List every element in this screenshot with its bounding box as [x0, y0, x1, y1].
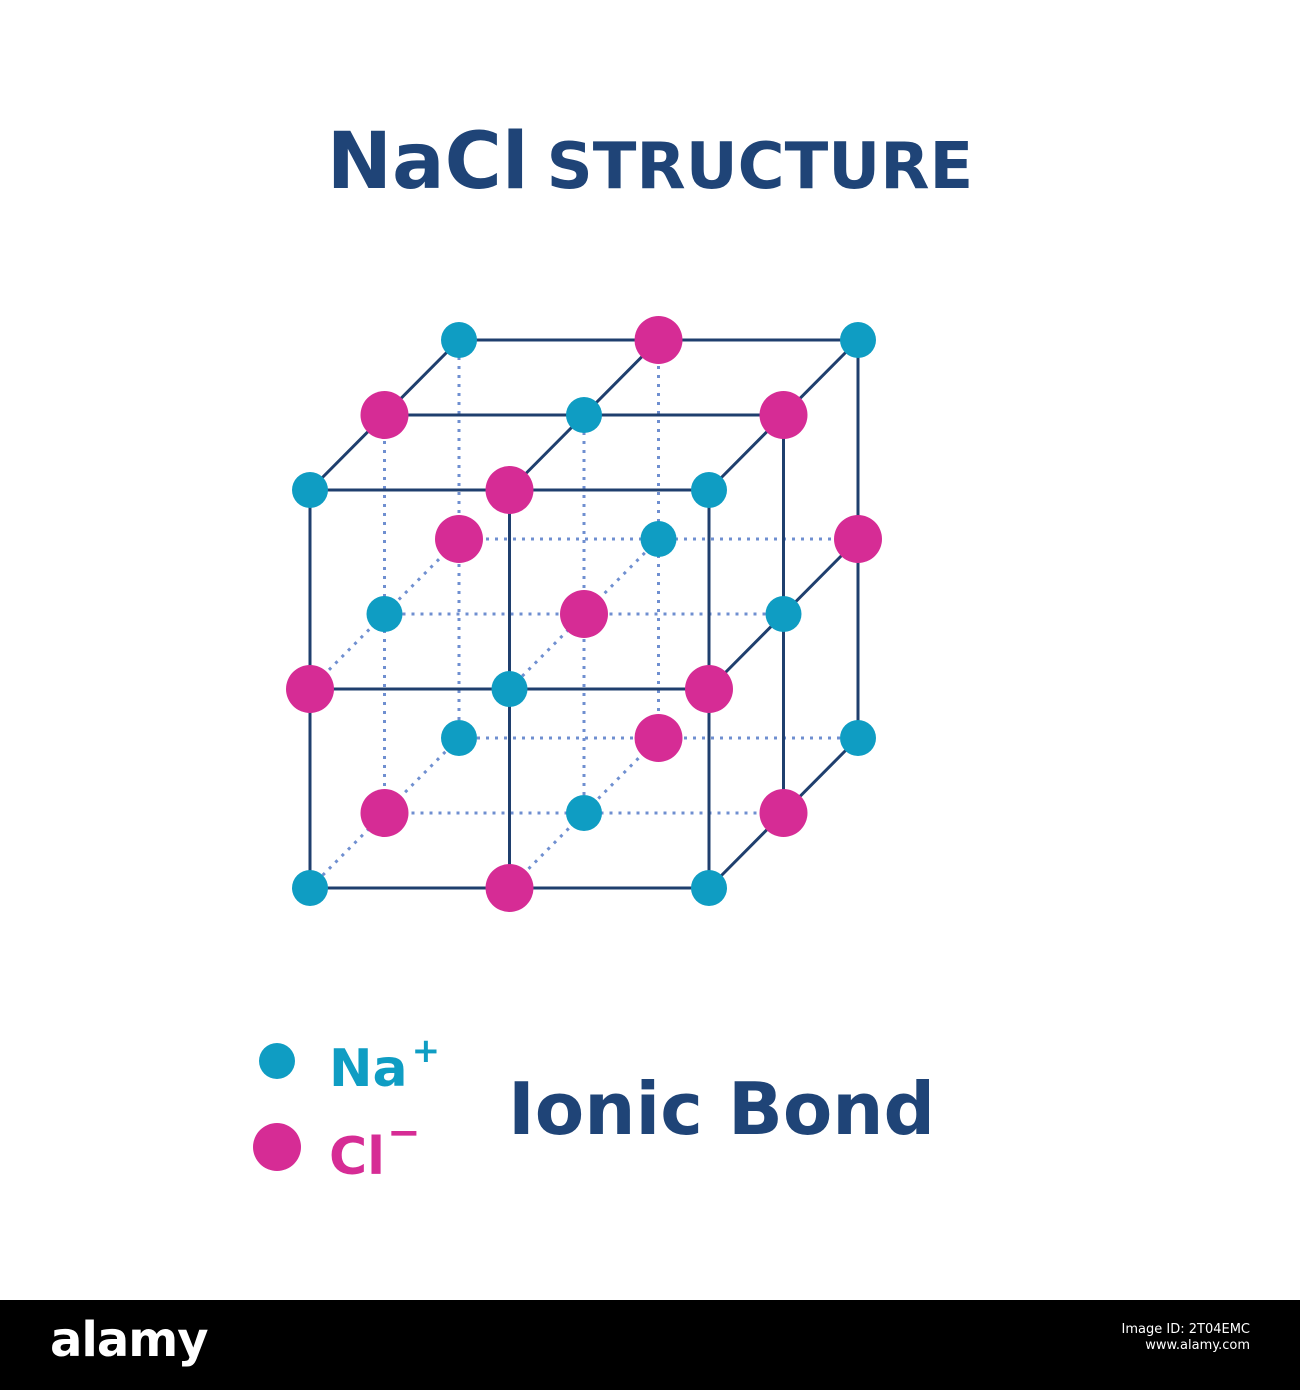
sodium-ion-atom [441, 322, 477, 358]
sodium-ion-atom [292, 870, 328, 906]
sodium-ion-dot-icon [259, 1043, 295, 1079]
sodium-ion-atom [691, 472, 727, 508]
chloride-ion-atom [360, 391, 409, 439]
footer-image-id: Image ID: 2T04EMC [1121, 1322, 1250, 1337]
bond-type-label: Ionic Bond [508, 1067, 935, 1151]
chloride-ion-atom [435, 515, 483, 563]
sodium-ion-atom [566, 795, 602, 831]
sodium-ion-atom [691, 870, 727, 906]
legend-sodium-symbol: Na [329, 1039, 408, 1099]
legend-sodium-charge: + [412, 1031, 441, 1071]
sodium-ion-atom [640, 521, 677, 557]
title-word: STRUCTURE [547, 130, 974, 204]
chloride-ion-atom [685, 665, 733, 713]
legend-chloride-charge: − [387, 1110, 421, 1156]
footer-bar [0, 1300, 1300, 1390]
title-formula: NaCl [327, 117, 529, 207]
chloride-ion-atom [759, 391, 808, 439]
sodium-ion-atom [765, 596, 802, 632]
footer-image-info: Image ID: 2T04EMC www.alamy.com [1122, 1322, 1250, 1355]
sodium-ion-atom [292, 472, 328, 508]
chloride-ion-atom [834, 515, 882, 563]
chloride-ion-atom [634, 316, 683, 364]
legend-chloride-symbol: Cl [329, 1127, 385, 1187]
legend-item-chloride: Cl− [253, 1110, 421, 1187]
sodium-ion-atom [441, 720, 477, 756]
footer-site: www.alamy.com [1145, 1338, 1250, 1354]
sodium-ion-atom [366, 596, 403, 632]
legend-chloride-label: Cl− [329, 1110, 421, 1187]
chloride-ion-atom [286, 665, 334, 713]
chloride-ion-atom [759, 789, 808, 837]
sodium-ion-atom [840, 322, 876, 358]
chloride-ion-atom [485, 466, 534, 514]
legend-item-sodium: Na+ [259, 1031, 440, 1099]
sodium-ion-atom [491, 671, 528, 707]
chloride-ion-atom [560, 590, 608, 638]
sodium-ion-atom [840, 720, 876, 756]
crystal-lattice [286, 316, 882, 912]
chloride-ion-atom [634, 714, 683, 762]
legend-sodium-label: Na+ [329, 1031, 440, 1099]
chloride-ion-dot-icon [253, 1123, 301, 1171]
sodium-ion-atom [566, 397, 602, 433]
footer-brand-logo: alamy [50, 1312, 209, 1368]
legend: Na+ Cl− Ionic Bond [253, 1031, 935, 1187]
chloride-ion-atom [360, 789, 409, 837]
chloride-ion-atom [485, 864, 534, 912]
ion-atoms [286, 316, 882, 912]
